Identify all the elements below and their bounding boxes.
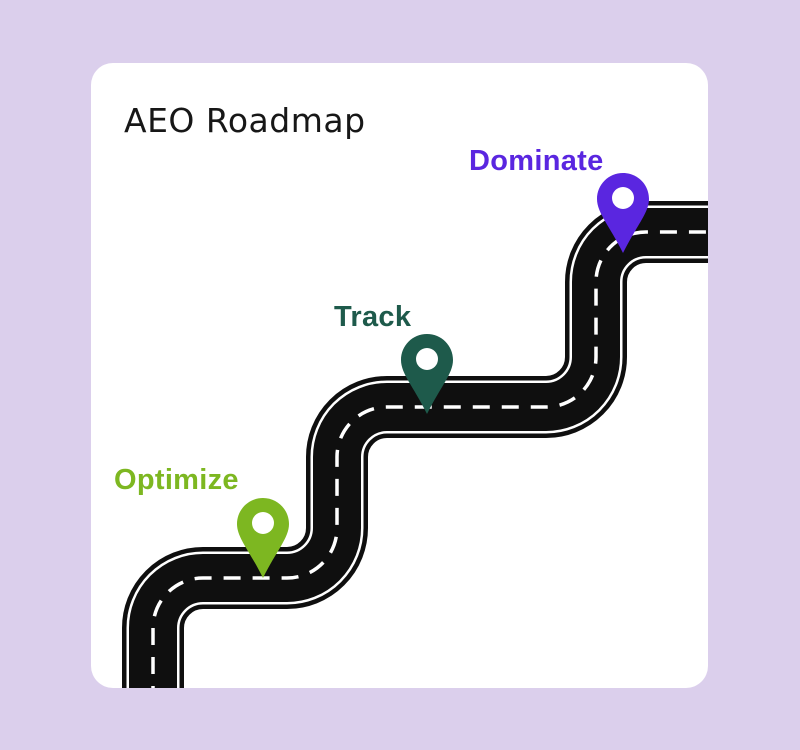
- pin-hole: [252, 512, 274, 534]
- milestone-label-track: Track: [334, 301, 412, 333]
- road-body: [122, 201, 708, 688]
- roadmap-card: AEO Roadmap Optimize Track Dominate: [91, 63, 708, 688]
- milestone-label-dominate: Dominate: [469, 145, 604, 177]
- pin-shape: [237, 498, 289, 578]
- road-illustration: [122, 201, 708, 688]
- track-map-pin-icon: [401, 334, 453, 414]
- pin-hole: [416, 348, 438, 370]
- dominate-map-pin-icon: [597, 173, 649, 253]
- milestone-label-optimize: Optimize: [114, 464, 239, 496]
- pin-shape: [401, 334, 453, 414]
- pin-hole: [612, 187, 634, 209]
- pin-shape: [597, 173, 649, 253]
- optimize-map-pin-icon: [237, 498, 289, 578]
- road-center-dashed-line: [151, 230, 708, 688]
- page-title: AEO Roadmap: [124, 101, 366, 140]
